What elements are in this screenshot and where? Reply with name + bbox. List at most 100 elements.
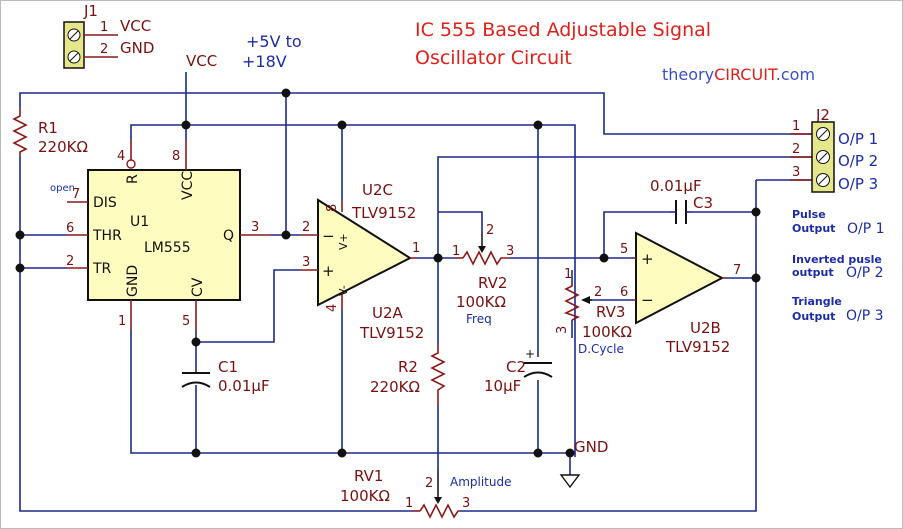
u1-dis: DIS [93,195,117,211]
legend-inv-1: Inverted pusle [792,253,882,266]
svg-text:1: 1 [452,244,460,259]
j2-ref: J2 [815,106,830,124]
svg-text:+: + [525,347,535,361]
svg-text:2: 2 [792,142,800,157]
svg-text:2: 2 [302,220,310,235]
legend-inv-op: O/P 2 [846,265,884,281]
brand-prefix: theory [662,65,714,84]
svg-text:+: + [641,250,654,268]
svg-text:6: 6 [66,221,74,236]
rv3-value: 100KΩ [582,323,632,341]
u2b-body [635,231,725,325]
u1-vcc-pin: VCC [180,171,196,200]
r1-value: 220KΩ [38,138,88,156]
svg-text:7: 7 [733,263,741,278]
u1-open-note: open [50,183,75,194]
svg-text:4: 4 [117,149,125,164]
svg-text:+: + [322,262,335,280]
svg-text:−: − [322,227,335,245]
brand-text: theoryCIRCUIT.com [662,65,815,84]
u1-tr: TR [92,261,112,277]
legend-pulse-op: O/P 1 [847,221,885,237]
svg-text:1: 1 [118,314,126,329]
legend-pulse-2: Output [792,222,835,235]
j1-pin1: 1 [100,20,108,35]
rv2-ref: RV2 [478,274,507,292]
svg-text:3: 3 [555,326,570,334]
u2a-part: TLV9152 [359,324,424,342]
brand-main: CIRCUIT [714,65,778,84]
u1-cv-pin: CV [190,277,206,297]
u1-gnd-pin: GND [125,265,141,297]
svg-text:2: 2 [425,476,433,491]
ground-icon [559,474,581,489]
vcc-label: VCC [186,52,217,70]
rv1-value: 100KΩ [340,487,390,505]
j2-out1: O/P 1 [838,130,878,148]
rv1-ref: RV1 [354,467,383,485]
supply-line2: +18V [242,52,287,71]
r2-value: 220KΩ [370,378,420,396]
r1-ref: R1 [38,119,58,137]
svg-text:8: 8 [325,204,340,212]
j1-net2: GND [120,39,154,57]
u2b-ref: U2B [690,319,721,337]
legend-tri-1: Triangle [792,295,842,308]
r2-ref: R2 [398,358,418,376]
svg-text:5: 5 [620,242,628,257]
svg-text:3: 3 [302,255,310,270]
svg-text:2: 2 [594,285,602,300]
svg-text:V-: V- [337,285,350,296]
r1-resistor [12,108,28,156]
c1-value: 0.01µF [218,377,270,395]
c3-ref: C3 [693,194,713,212]
c2-plate2 [523,371,553,378]
svg-text:V+: V+ [337,233,350,250]
u1-body [87,169,241,301]
svg-text:1: 1 [564,267,572,282]
svg-text:3: 3 [792,165,800,180]
svg-text:3: 3 [251,220,259,235]
rv2-value: 100KΩ [456,293,506,311]
svg-text:6: 6 [620,285,628,300]
brand-suffix: .com [776,65,815,84]
rv3-note: D.Cycle [578,342,624,356]
rv3-pot [563,284,581,321]
rv1-note: Amplitude [450,475,512,489]
j1-pin2: 2 [100,42,108,57]
gnd-label: GND [574,438,608,456]
c2-ref: C2 [506,358,526,376]
rv1-pot [419,503,460,519]
j2-out2: O/P 2 [838,152,878,170]
u1-r-pin: R [125,174,141,184]
svg-text:2: 2 [66,254,74,269]
svg-text:7: 7 [72,187,80,202]
legend-tri-2: Output [792,310,835,323]
u2c-body [317,198,413,307]
svg-text:2: 2 [486,223,494,238]
c3-value: 0.01µF [650,177,702,195]
j1-ref: J1 [83,2,98,20]
svg-text:1: 1 [412,241,420,256]
r2-resistor [430,345,446,405]
c1-ref: C1 [218,358,238,376]
j2-out3: O/P 3 [838,175,878,193]
legend-pulse-1: Pulse [792,208,826,221]
svg-text:1: 1 [405,496,413,511]
svg-text:1: 1 [792,119,800,134]
c1-plate2 [181,381,211,388]
u1-ref: U1 [130,214,149,230]
u2c-part: TLV9152 [351,204,416,222]
junction-dots [15,88,761,458]
rv3-ref: RV3 [596,303,625,321]
svg-text:8: 8 [172,149,180,164]
u2a-ref: U2A [372,304,404,322]
svg-text:3: 3 [506,244,514,259]
svg-text:4: 4 [325,304,340,312]
u2b-part: TLV9152 [665,338,730,356]
legend-tri-op: O/P 3 [846,308,884,324]
u1-q: Q [223,228,234,244]
svg-text:3: 3 [462,496,470,511]
